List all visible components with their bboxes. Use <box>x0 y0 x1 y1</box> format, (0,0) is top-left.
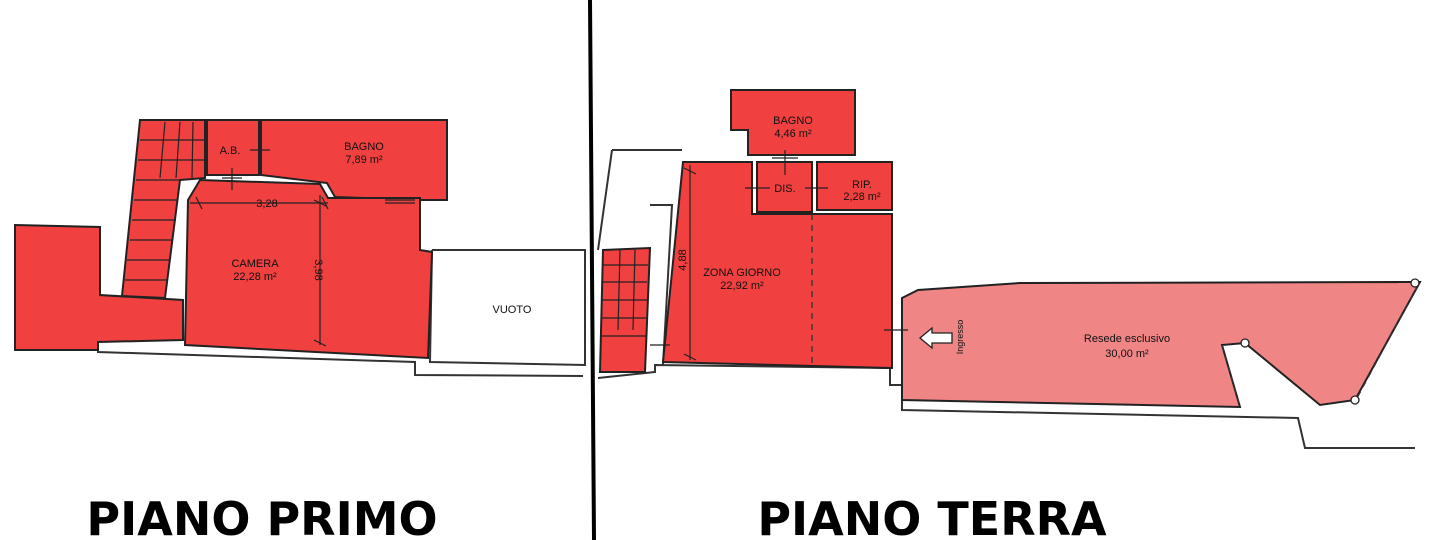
pt-dis-label: DIS. <box>774 183 795 195</box>
pt-rip-area: 2,28 m² <box>843 191 881 203</box>
pp-door-marks <box>222 149 415 204</box>
pp-room-camera <box>183 178 434 360</box>
pp-camera-label: CAMERA <box>231 258 279 270</box>
pp-vuoto-label: VUOTO <box>493 304 532 316</box>
pp-terrace-outline <box>428 249 586 367</box>
piano-primo-title: PIANO PRIMO <box>86 492 437 540</box>
pt-neighbor-outline-2 <box>597 149 613 251</box>
pt-left-block <box>598 246 652 373</box>
floor-divider <box>588 0 596 540</box>
pt-post-3 <box>1410 278 1420 288</box>
pt-room-rip <box>816 161 893 211</box>
pt-south-wall <box>597 363 1415 449</box>
piano-primo-plan: 3,28 3,98 A.B. BAGNO 7,89 m² CAMERA 22,2… <box>14 119 586 377</box>
pt-post-2 <box>1350 395 1360 405</box>
pt-entrance-arrow <box>918 326 953 350</box>
pp-bagno-label: BAGNO <box>344 141 384 153</box>
pt-post-1 <box>1240 338 1250 348</box>
pt-dim-height: 4,88 <box>677 249 689 270</box>
pt-inner-walls <box>650 204 674 366</box>
pt-resede-esclusivo <box>901 280 1422 409</box>
pt-rip-label: RIP. <box>852 179 872 191</box>
pt-stair-treads <box>601 249 648 337</box>
pp-dim-width: 3,28 <box>256 198 277 210</box>
pt-resede-label: Resede esclusivo <box>1084 333 1170 345</box>
pt-zona-giorno-label: ZONA GIORNO <box>703 267 781 279</box>
pt-door-marks <box>650 150 908 346</box>
piano-terra-title: PIANO TERRA <box>757 492 1107 540</box>
pp-left-block <box>14 223 184 351</box>
pt-room-zona-giorno <box>661 161 893 370</box>
pp-stair-treads <box>125 121 205 281</box>
pt-zona-giorno-area: 22,92 m² <box>720 280 764 292</box>
pp-dim-height: 3,98 <box>312 259 324 280</box>
pt-entrance-label: Ingresso <box>955 320 965 355</box>
pp-camera-area: 22,28 m² <box>233 271 277 283</box>
pp-ab-label: A.B. <box>220 145 241 157</box>
pt-room-bagno <box>730 89 856 156</box>
pp-dimension-lines <box>190 195 329 347</box>
pp-room-ab <box>206 119 260 176</box>
piano-terra-plan: 4,88 Ingresso BAGNO 4,46 m² DIS. RIP. 2,… <box>597 89 1422 449</box>
pt-resede-area: 30,00 m² <box>1105 348 1149 360</box>
pt-dimension-lines <box>683 165 697 361</box>
pt-bagno-area: 4,46 m² <box>774 128 812 140</box>
pt-bagno-label: BAGNO <box>773 115 813 127</box>
pp-bagno-area: 7,89 m² <box>345 154 383 166</box>
